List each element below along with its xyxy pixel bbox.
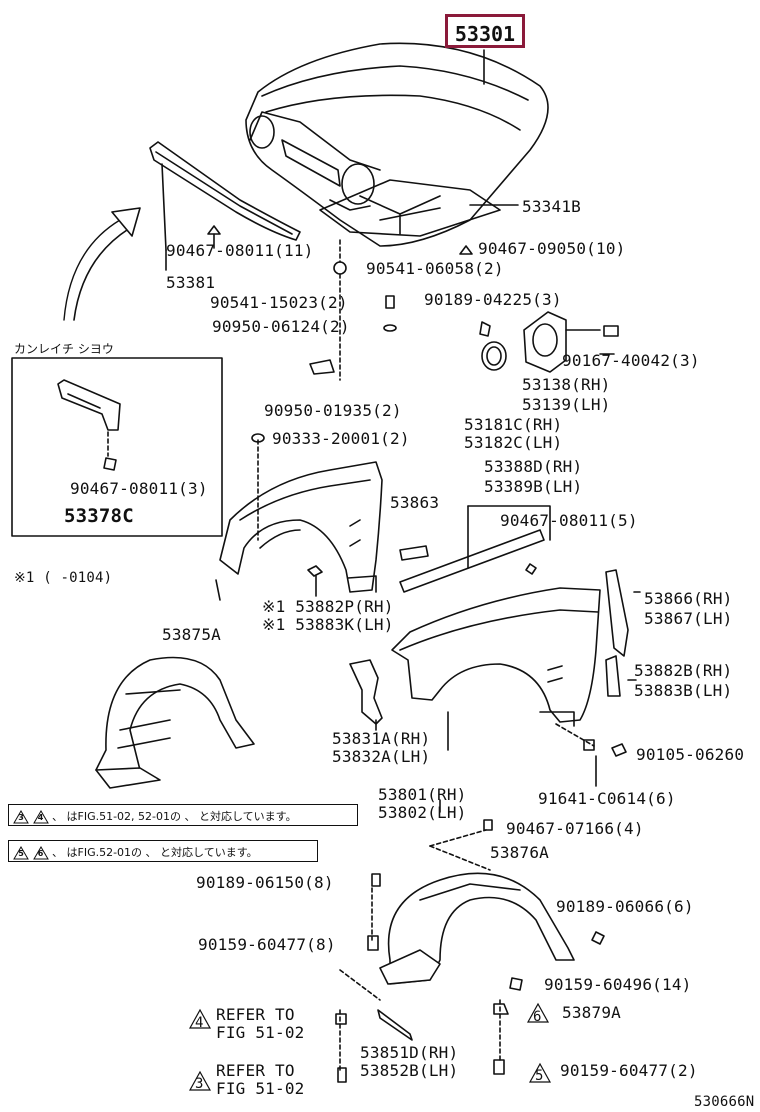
fender-liner-front-drawing	[95, 656, 255, 789]
part-label[interactable]: ※1 53882P(RH)	[262, 597, 394, 616]
part-label[interactable]: 53181C(RH)	[464, 415, 563, 434]
part-label[interactable]: 90189-06066(6)	[556, 897, 694, 916]
part-label[interactable]: 53182C(LH)	[464, 433, 563, 452]
part-label[interactable]: 53876A	[490, 843, 549, 862]
part-label[interactable]: 53801(RH)	[378, 785, 467, 804]
part-label[interactable]: 53879A	[562, 1003, 621, 1022]
triangle-icon: 5	[13, 846, 29, 860]
part-label[interactable]: 53381	[166, 273, 216, 292]
note-box-2: 5 6 、 はFIG.52-01の 、 と対応しています。	[8, 840, 318, 862]
part-label[interactable]: 91641-C0614(6)	[538, 789, 676, 808]
part-label[interactable]: 90467-09050(10)	[478, 239, 626, 258]
part-label[interactable]: 53883B(LH)	[634, 681, 733, 700]
part-label[interactable]: 90467-08011(3)	[70, 479, 208, 498]
part-label[interactable]: 90467-07166(4)	[506, 819, 644, 838]
part-label[interactable]: 53851D(RH)	[360, 1043, 459, 1062]
part-label[interactable]: 90167-40042(3)	[562, 351, 700, 370]
part-label[interactable]: 90189-04225(3)	[424, 290, 562, 309]
part-label[interactable]: 90333-20001(2)	[272, 429, 410, 448]
part-label[interactable]: 90541-06058(2)	[366, 259, 504, 278]
ref-triangle-4: 4	[195, 1015, 204, 1031]
fender-liner-upper-drawing	[219, 461, 383, 593]
figure-id: 530666N	[694, 1094, 755, 1110]
part-label[interactable]: 53867(LH)	[644, 609, 733, 628]
part-label[interactable]: 53852B(LH)	[360, 1061, 459, 1080]
ref-triangle-3: 3	[195, 1076, 204, 1092]
part-label[interactable]: 90541-15023(2)	[210, 293, 348, 312]
seal-strip-drawing	[149, 141, 301, 271]
part-label[interactable]: 53802(LH)	[378, 803, 467, 822]
fender-liner-rear-drawing	[379, 872, 575, 985]
note-text: 、 はFIG.51-02, 52-01の 、 と対応しています。	[52, 810, 297, 823]
refer-to-label: REFER TO	[216, 1005, 295, 1024]
highlighted-part-number[interactable]: 53301	[445, 14, 525, 48]
hood-drawing	[245, 42, 549, 247]
part-label[interactable]: 90189-06150(8)	[196, 873, 334, 892]
refer-to-label: REFER TO	[216, 1061, 295, 1080]
triangle-icon: 3	[13, 810, 29, 824]
part-label[interactable]: 90159-60477(8)	[198, 935, 336, 954]
hood-part-label: 53301	[454, 22, 516, 46]
part-label[interactable]: 90159-60496(14)	[544, 975, 692, 994]
part-label[interactable]: 53389B(LH)	[484, 477, 583, 496]
part-label[interactable]: 90467-08011(5)	[500, 511, 638, 530]
note-box-1: 3 4 、 はFIG.51-02, 52-01の 、 と対応しています。	[8, 804, 358, 826]
part-label[interactable]: 53832A(LH)	[332, 747, 431, 766]
note-text: 、 はFIG.52-01の 、 と対応しています。	[52, 846, 258, 859]
refer-fig-link[interactable]: FIG 51-02	[216, 1079, 305, 1098]
part-label[interactable]: 53388D(RH)	[484, 457, 583, 476]
inset-title: カンレイチ シヨウ	[14, 342, 114, 356]
part-label[interactable]: 53875A	[162, 625, 221, 644]
part-label[interactable]: ※1 53883K(LH)	[262, 615, 394, 634]
ref-triangle-6: 6	[533, 1009, 542, 1025]
triangle-icon: 4	[32, 810, 49, 824]
part-label[interactable]: 90950-01935(2)	[264, 401, 402, 420]
footnote: ※1 ( -0104)	[14, 570, 113, 586]
part-label[interactable]: 53831A(RH)	[332, 729, 431, 748]
part-label[interactable]: 53138(RH)	[522, 375, 611, 394]
front-fender-drawing	[391, 587, 601, 727]
part-label[interactable]: 90950-06124(2)	[212, 317, 350, 336]
ref-triangle-5: 5	[535, 1068, 544, 1084]
part-label[interactable]: 90467-08011(11)	[166, 241, 314, 260]
part-label[interactable]: 53882B(RH)	[634, 661, 733, 680]
triangle-icon: 6	[32, 846, 49, 860]
refer-fig-link[interactable]: FIG 51-02	[216, 1023, 305, 1042]
part-label[interactable]: 90105-06260	[636, 745, 745, 764]
part-label[interactable]: 53341B	[522, 197, 581, 216]
part-label[interactable]: 53863	[390, 493, 440, 512]
part-label[interactable]: 90159-60477(2)	[560, 1061, 698, 1080]
part-label[interactable]: 53139(LH)	[522, 395, 611, 414]
part-label[interactable]: 53378C	[64, 505, 134, 527]
part-label[interactable]: 53866(RH)	[644, 589, 733, 608]
